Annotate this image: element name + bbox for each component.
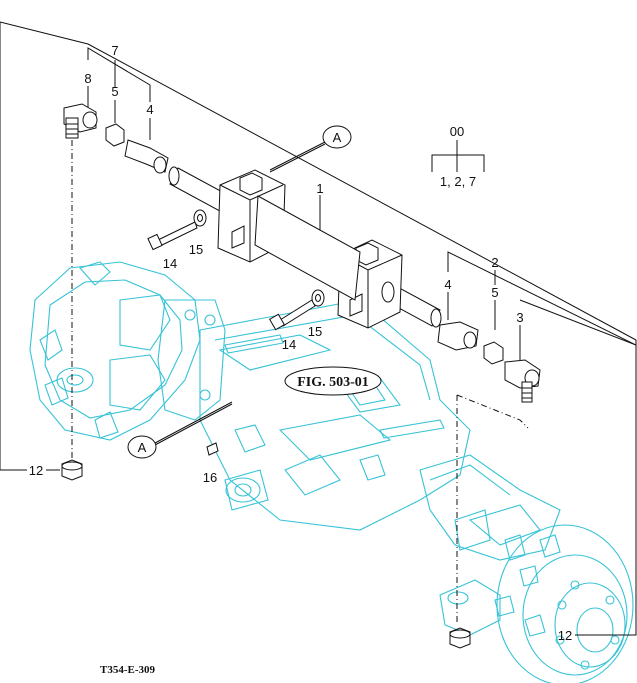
left-tie-rod-end [63, 103, 169, 174]
callout-12-right: 12 [558, 628, 572, 643]
leader-lines [0, 21, 637, 636]
detail-marker-upper [322, 125, 352, 149]
detail-marker-upper-label: A [333, 130, 342, 145]
callout-5-left: 5 [111, 84, 118, 99]
callout-12-left: 12 [29, 463, 43, 478]
right-tie-rod-end [437, 321, 541, 403]
figure-reference-badge[interactable] [284, 366, 382, 396]
callout-7: 7 [111, 43, 118, 58]
steering-cylinder-rod [168, 166, 442, 329]
callout-15-lower: 15 [308, 324, 322, 339]
callout-3: 3 [516, 310, 523, 325]
callout-16: 16 [203, 470, 217, 485]
callout-4-left: 4 [146, 102, 153, 117]
callout-4-right: 4 [444, 277, 451, 292]
detail-marker-lower-label: A [138, 440, 147, 455]
drawing-number: T354-E-309 [100, 664, 156, 676]
assembly-items: 1, 2, 7 [440, 174, 476, 189]
axle-housing [29, 261, 634, 683]
callout-5-right: 5 [491, 285, 498, 300]
figure-reference-label: FIG. 503-01 [297, 375, 369, 390]
lower-nuts [61, 459, 471, 649]
callout-15-upper: 15 [189, 242, 203, 257]
callout-8: 8 [84, 71, 91, 86]
bolts-and-washers [147, 209, 325, 456]
centre-lines [71, 140, 529, 625]
callout-14-upper: 14 [163, 256, 177, 271]
assembly-code: 00 [450, 124, 464, 139]
callout-numbers: 00 1, 2, 7 1 2 3 4 4 5 5 7 8 12 12 14 14… [29, 43, 572, 643]
detail-marker-lower [127, 435, 157, 459]
callout-1: 1 [316, 181, 323, 196]
callout-14-lower: 14 [282, 337, 296, 352]
callout-2: 2 [491, 255, 498, 270]
detail-leaders [154, 141, 326, 446]
